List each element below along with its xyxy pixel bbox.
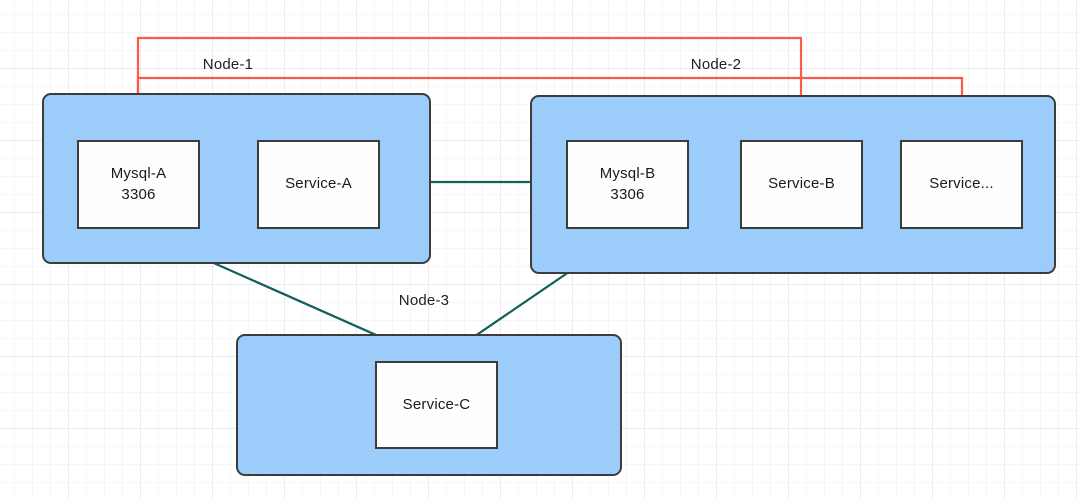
box-service-etc[interactable]: Service... <box>900 140 1023 229</box>
node-label-node-3: Node-3 <box>398 292 450 309</box>
node-label-node-2: Node-2 <box>690 56 742 73</box>
box-mysql-a-name: Mysql-A <box>110 165 167 183</box>
box-service-b-name: Service-B <box>768 175 835 193</box>
box-service-b[interactable]: Service-B <box>740 140 863 229</box>
box-mysql-b-name: Mysql-B <box>599 165 656 183</box>
box-mysql-b[interactable]: Mysql-B 3306 <box>566 140 689 229</box>
box-service-c-name: Service-C <box>402 395 471 413</box>
box-service-c[interactable]: Service-C <box>375 361 498 449</box>
box-mysql-a[interactable]: Mysql-A 3306 <box>77 140 200 229</box>
box-service-a[interactable]: Service-A <box>257 140 380 229</box>
box-mysql-a-port: 3306 <box>121 185 156 203</box>
box-service-etc-name: Service... <box>929 175 994 193</box>
box-service-a-name: Service-A <box>285 175 352 193</box>
box-mysql-b-port: 3306 <box>610 185 645 203</box>
node-label-node-1: Node-1 <box>202 56 254 73</box>
